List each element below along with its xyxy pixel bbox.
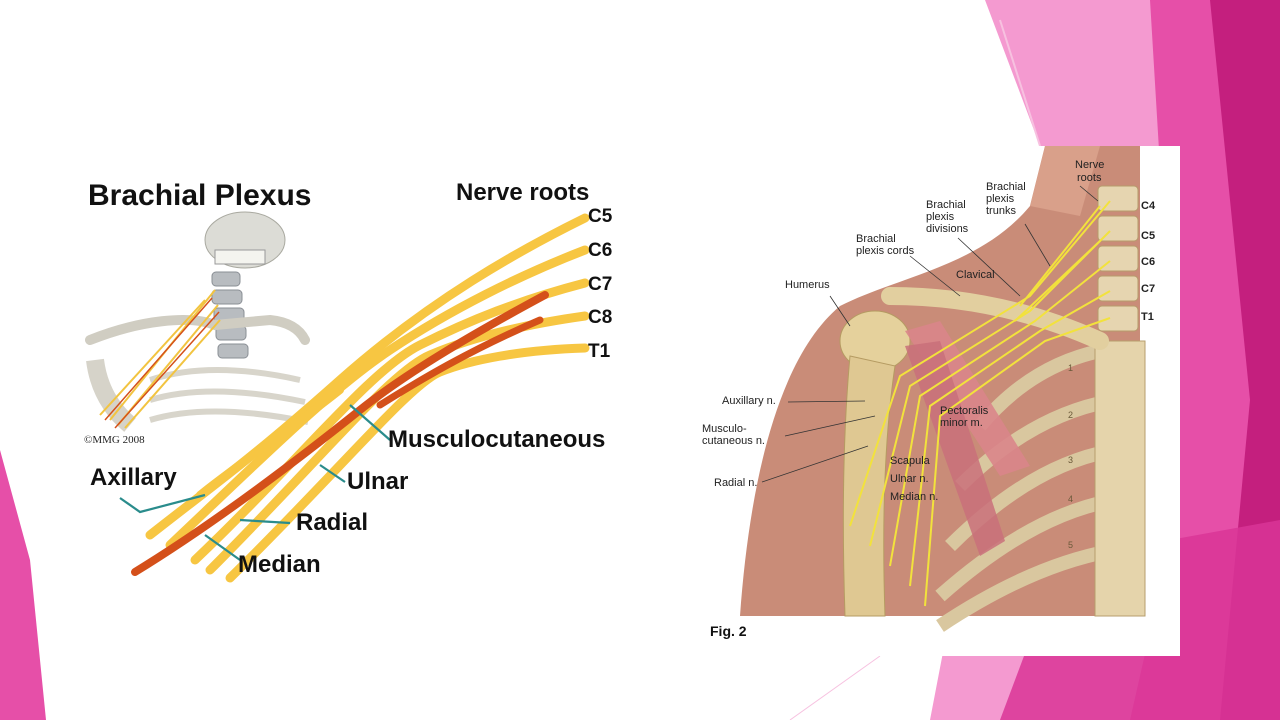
label-divisions-3: divisions: [926, 223, 969, 235]
label-radial-n: Radial n.: [714, 477, 757, 489]
vertebra-label-c7: C7: [1141, 283, 1155, 295]
label-median: Median: [238, 551, 321, 578]
label-divisions-2: plexis: [926, 211, 955, 223]
pink-corner-left: [0, 450, 46, 720]
label-scapula: Scapula: [890, 455, 931, 467]
label-axillary-n: Auxillary n.: [722, 395, 776, 407]
label-trunks-2: plexis: [986, 193, 1015, 205]
label-axillary: Axillary: [90, 464, 177, 491]
label-ulnar-n: Ulnar n.: [890, 473, 929, 485]
label-radial: Radial: [296, 509, 368, 536]
brachial-plexus-diagram: Brachial Plexus Nerve roots C5 C6 C7 C8 …: [82, 179, 613, 583]
shoulder-anatomy-illustration: Nerve roots Brachial plexis trunks Brach…: [702, 146, 1156, 639]
root-label-t1: T1: [588, 341, 611, 362]
label-trunks-3: trunks: [986, 205, 1016, 217]
vertebra-label-c5: C5: [1141, 230, 1155, 242]
label-ulnar: Ulnar: [347, 468, 408, 495]
nerve-axillary-branch: [196, 386, 344, 499]
root-label-c6: C6: [588, 240, 612, 261]
figure-2-panel: Nerve roots Brachial plexis trunks Brach…: [700, 146, 1180, 656]
vertebra-label-c4: C4: [1141, 200, 1156, 212]
rib-number-1: 1: [1068, 363, 1073, 373]
label-clavical: Clavical: [956, 269, 995, 281]
label-trunks-1: Brachial: [986, 181, 1026, 193]
label-cords-2: plexis cords: [856, 245, 915, 257]
rib-number-2: 2: [1068, 410, 1073, 420]
nerve-roots-heading: Nerve roots: [456, 179, 589, 206]
label-musculocutaneous-2: cutaneous n.: [702, 435, 765, 447]
thin-line-decor: [999, 19, 1041, 147]
rib-number-3: 3: [1068, 455, 1073, 465]
nerve-c6: [165, 245, 590, 550]
label-musculocutaneous-1: Musculo-: [702, 423, 747, 435]
label-pectoralis-1: Pectoralis: [940, 405, 989, 417]
copyright-text: ©MMG 2008: [84, 434, 145, 446]
label-median-n: Median n.: [890, 491, 938, 503]
cervical-spine: [1097, 185, 1139, 332]
diagram-title: Brachial Plexus: [88, 179, 311, 212]
vertebra-label-c6: C6: [1141, 256, 1155, 268]
nerve-branch-orange: [376, 316, 544, 409]
label-cords-1: Brachial: [856, 233, 896, 245]
root-label-c7: C7: [588, 274, 612, 295]
label-divisions-1: Brachial: [926, 199, 966, 211]
nerve-bundle: [131, 213, 590, 583]
label-musculocutaneous: Musculocutaneous: [388, 426, 605, 453]
skeleton-illustration: [82, 211, 312, 433]
thin-line-decor-2: [789, 655, 881, 720]
vertebra-label-t1: T1: [1141, 311, 1154, 323]
root-label-c8: C8: [588, 307, 612, 328]
root-label-c5: C5: [588, 206, 613, 227]
label-nerve-roots-2: roots: [1077, 172, 1102, 184]
plexus-nerves: [849, 200, 1111, 607]
label-pectoralis-2: minor m.: [940, 417, 983, 429]
label-humerus: Humerus: [785, 279, 830, 291]
humerus-bone: [842, 355, 896, 617]
label-nerve-roots-1: Nerve: [1075, 159, 1104, 171]
leader-lines: [119, 404, 391, 561]
figure-2-caption: Fig. 2: [710, 623, 747, 639]
nerve-radial-orange: [131, 291, 549, 576]
rib-number-5: 5: [1068, 540, 1073, 550]
rib-number-4: 4: [1068, 494, 1073, 504]
